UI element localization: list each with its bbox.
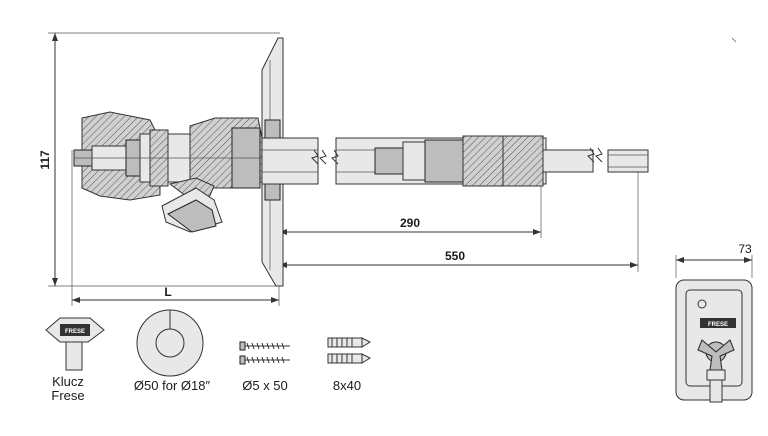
width-dimension-label: 73 (738, 242, 752, 256)
height-dimension-label: 117 (38, 150, 52, 170)
length-dimension-label: L (164, 285, 171, 299)
dimension-550: 550 (279, 170, 639, 272)
outlet-stub-end (709, 379, 723, 403)
valve-head (73, 111, 263, 201)
dowel-2 (327, 353, 372, 364)
outlet-stub (706, 369, 726, 381)
pipe-section-2 (331, 135, 603, 187)
key-logo-text: FRESE (65, 329, 85, 335)
pipe-section-1 (261, 137, 327, 185)
dowels: 8x40 (327, 337, 372, 393)
screw-1 (239, 341, 290, 351)
front-plate-hole (697, 299, 707, 309)
height-dimension: 117 (38, 32, 280, 287)
dimension-550-label: 550 (445, 249, 465, 263)
rosette-label: Ø50 for Ø18″ (134, 378, 211, 393)
pipe-section-3 (607, 149, 649, 173)
screw-2 (239, 355, 290, 365)
key-logo-plate (60, 324, 90, 336)
dimension-290-label: 290 (400, 216, 420, 230)
dimension-290: 290 (279, 145, 542, 238)
dowels-label: 8x40 (333, 378, 361, 393)
screws-label: Ø5 x 50 (242, 378, 288, 393)
key-label-line2: Frese (51, 388, 84, 403)
front-logo-plate (700, 318, 736, 328)
key-label-line1: Klucz (52, 374, 84, 389)
screws: Ø5 x 50 (239, 341, 290, 393)
dowel-1 (327, 337, 372, 348)
front-logo-text: FRESE (708, 322, 728, 328)
corner-mark (731, 37, 737, 43)
rosette: Ø50 for Ø18″ (134, 309, 211, 393)
length-dimension: L (71, 150, 280, 306)
hose-outlet (161, 177, 223, 233)
front-view: 73 FRESE (675, 242, 753, 403)
frese-key: FRESE Klucz Frese (45, 317, 105, 403)
handwheel-spokes (697, 339, 735, 371)
